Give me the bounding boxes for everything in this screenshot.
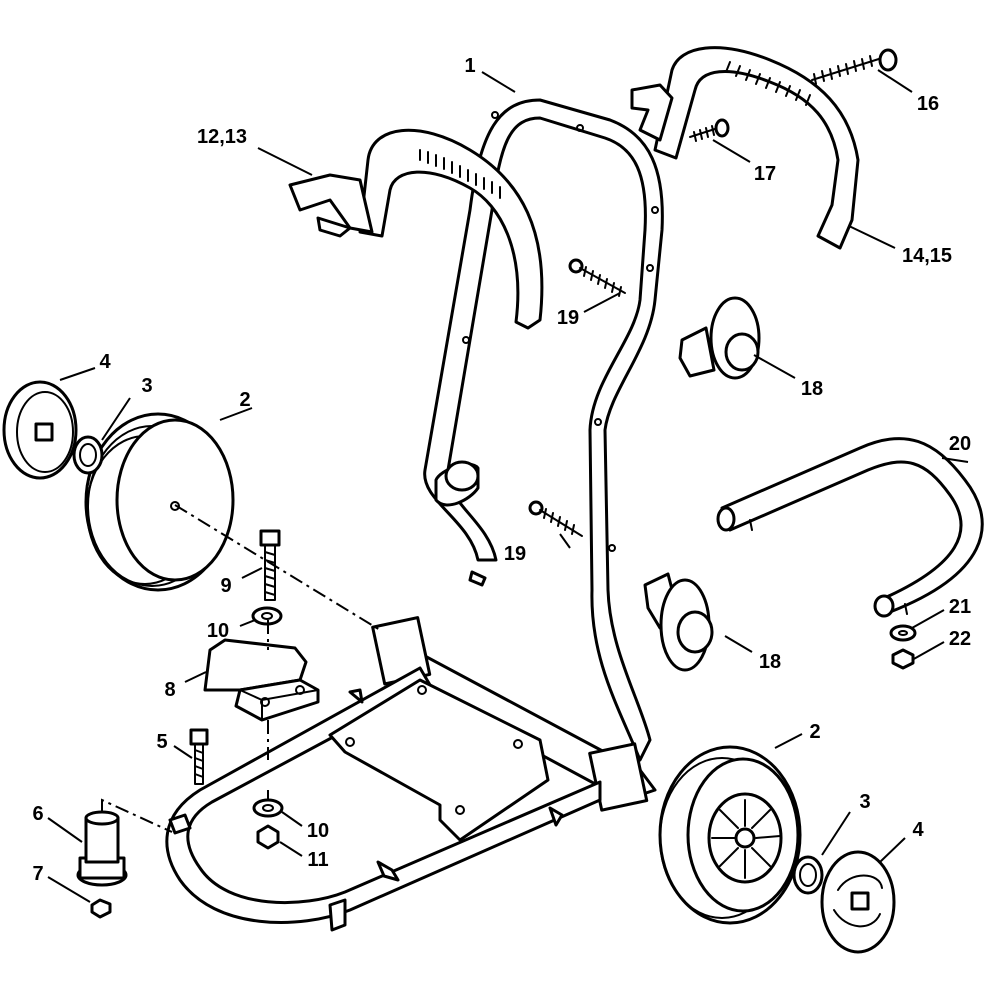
callout-19-lower: 19	[504, 543, 526, 565]
callout-11: 11	[307, 849, 328, 871]
callout-18-upper: 18	[801, 378, 823, 400]
left-clip-3	[72, 435, 104, 475]
callout-10-lower: 10	[307, 820, 329, 842]
cart-frame	[165, 98, 664, 932]
callout-2-left: 2	[239, 389, 250, 411]
left-handle-grip	[288, 128, 544, 330]
screw-19-upper	[568, 258, 626, 297]
hose-hook-lower	[643, 572, 714, 672]
callout-14-15: 14,15	[902, 245, 952, 267]
callout-22: 22	[949, 628, 971, 650]
rubber-foot-6	[76, 810, 128, 887]
foot-centerline	[101, 798, 173, 833]
bail-bar	[716, 437, 984, 618]
callout-4-left: 4	[99, 351, 111, 373]
callout-3-right: 3	[859, 791, 870, 813]
leader-lines	[47, 69, 969, 903]
right-clip-3	[792, 855, 824, 895]
callout-6: 6	[32, 803, 43, 825]
right-wheel	[658, 745, 802, 925]
callout-3-left: 3	[141, 375, 152, 397]
callout-12-13: 12,13	[197, 126, 247, 148]
callout-21: 21	[949, 596, 971, 618]
callout-8: 8	[164, 679, 175, 701]
callout-19-upper: 19	[557, 307, 579, 329]
screw-16	[811, 48, 898, 85]
callout-7: 7	[32, 863, 43, 885]
callout-18-lower: 18	[759, 651, 781, 673]
callout-2-right: 2	[809, 721, 820, 743]
hose-hook-upper	[678, 296, 761, 380]
screw-19-lower	[528, 500, 583, 537]
callout-16: 16	[917, 93, 939, 115]
right-handle-grip	[630, 46, 860, 250]
left-wheel	[84, 412, 235, 592]
washer-10-lower	[252, 798, 284, 818]
callout-9: 9	[220, 575, 231, 597]
nut-22	[891, 648, 915, 670]
bolt-5	[189, 728, 209, 785]
callout-5: 5	[156, 731, 167, 753]
screw-17	[689, 118, 730, 142]
callout-17: 17	[754, 163, 776, 185]
bolt-9	[259, 529, 281, 601]
callout-4-right: 4	[912, 819, 924, 841]
callout-20: 20	[949, 433, 971, 455]
nut-11	[256, 824, 280, 850]
right-hubcap-4	[820, 850, 896, 954]
left-hubcap-4	[2, 380, 78, 480]
nut-7	[90, 898, 112, 919]
callout-1: 1	[464, 55, 475, 77]
axle-centerline	[174, 504, 381, 631]
callout-labels: 1 2 2 3 3 4 4 5 6 7 8 9 10 10 11 12,13 1…	[32, 55, 971, 885]
axle-bracket-8	[203, 638, 320, 722]
washer-21	[889, 624, 917, 642]
callout-10-upper: 10	[207, 620, 229, 642]
